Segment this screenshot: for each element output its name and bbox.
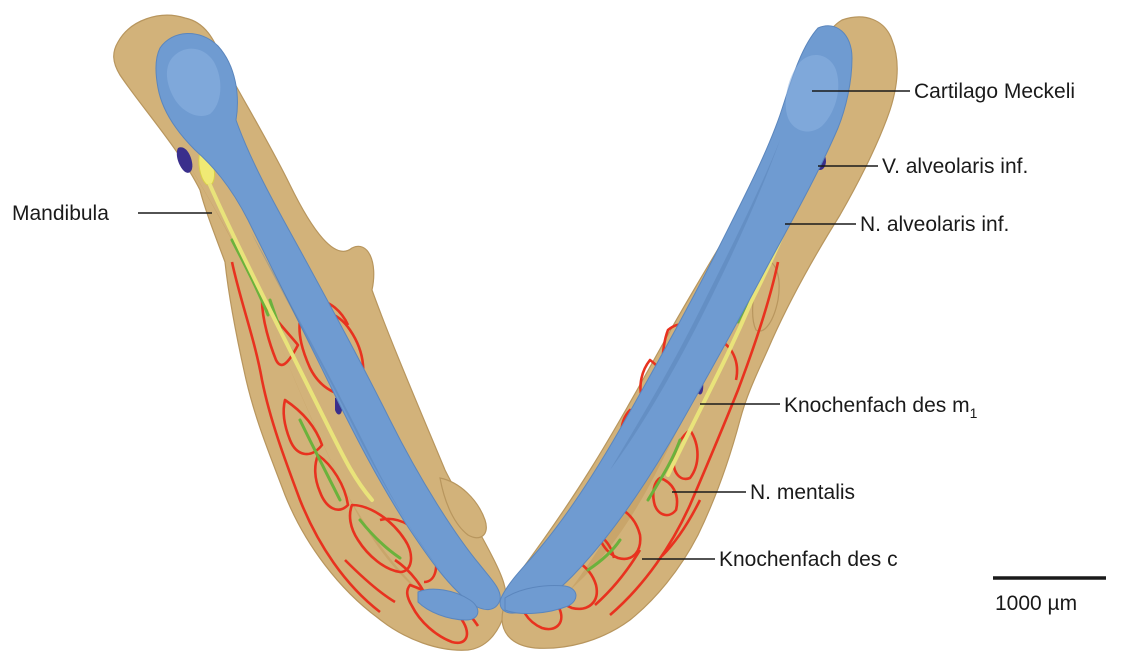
label-n-alveolaris-inf: N. alveolaris inf. [860,213,1009,236]
label-mandibula: Mandibula [12,202,109,225]
label-cartilago-meckeli: Cartilago Meckeli [914,80,1075,103]
scale-bar-label: 1000 µm [995,592,1077,615]
label-knochenfach-m1-main: Knochenfach des m [784,394,970,417]
label-v-alveolaris-inf: V. alveolaris inf. [882,155,1028,178]
label-n-mentalis: N. mentalis [750,481,855,504]
label-knochenfach-m1-subscript: 1 [970,405,978,421]
label-knochenfach-c: Knochenfach des c [719,548,898,571]
scale-bar: 1000 µm [993,578,1106,615]
labels: Mandibula Cartilago Meckeli V. alveolari… [12,80,1075,571]
label-knochenfach-m1: Knochenfach des m1 [784,394,978,421]
left-hemimandible [114,15,507,650]
